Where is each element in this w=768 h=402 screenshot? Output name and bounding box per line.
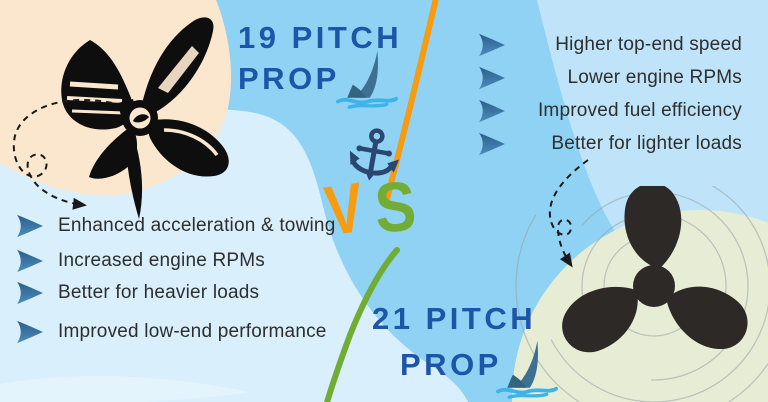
bullet-label: Lower engine RPMs (567, 67, 742, 88)
sailboat-icon (336, 50, 398, 109)
left-prop-title-line1: 19 PITCH (238, 20, 403, 55)
bullet-label: Better for heavier loads (58, 282, 260, 303)
bullet-label: Better for lighter loads (551, 133, 742, 154)
list-item: Enhanced acceleration & towing (16, 214, 335, 238)
chevron-arrow-icon (17, 281, 43, 305)
right-prop-title-line2: PROP (400, 347, 502, 382)
list-item: Lower engine RPMs (478, 66, 742, 90)
bullet-label: Improved fuel efficiency (537, 100, 742, 121)
right-prop-title-line1: 21 PITCH (372, 301, 537, 336)
chevron-arrow-icon (17, 214, 43, 238)
list-item: Higher top-end speed (478, 33, 742, 57)
outboard-propeller-icon (61, 17, 229, 219)
bullet-label: Improved low-end performance (58, 321, 327, 342)
sailboat-icon (496, 340, 558, 399)
chevron-arrow-icon (479, 66, 505, 90)
list-item: Increased engine RPMs (16, 249, 335, 273)
left-prop-title-line2: PROP (238, 61, 340, 96)
bottom-left-wave (0, 375, 250, 402)
list-item: Better for heavier loads (16, 281, 335, 305)
chevron-arrow-icon (17, 320, 43, 344)
list-item: Improved low-end performance (16, 320, 335, 344)
list-item: Improved fuel efficiency (478, 99, 742, 123)
chevron-arrow-icon (479, 132, 505, 156)
left-prop-benefits-list: Enhanced acceleration & towing Increased… (16, 214, 335, 344)
right-prop-benefits-list: Higher top-end speed Lower engine RPMs I… (478, 33, 742, 156)
bullet-label: Higher top-end speed (555, 34, 742, 55)
chevron-arrow-icon (479, 99, 505, 123)
chevron-arrow-icon (479, 33, 505, 57)
chevron-arrow-icon (17, 249, 43, 273)
bullet-label: Increased engine RPMs (58, 250, 265, 271)
anchor-icon (349, 128, 400, 181)
bullet-label: Enhanced acceleration & towing (58, 215, 336, 236)
list-item: Better for lighter loads (478, 132, 742, 156)
